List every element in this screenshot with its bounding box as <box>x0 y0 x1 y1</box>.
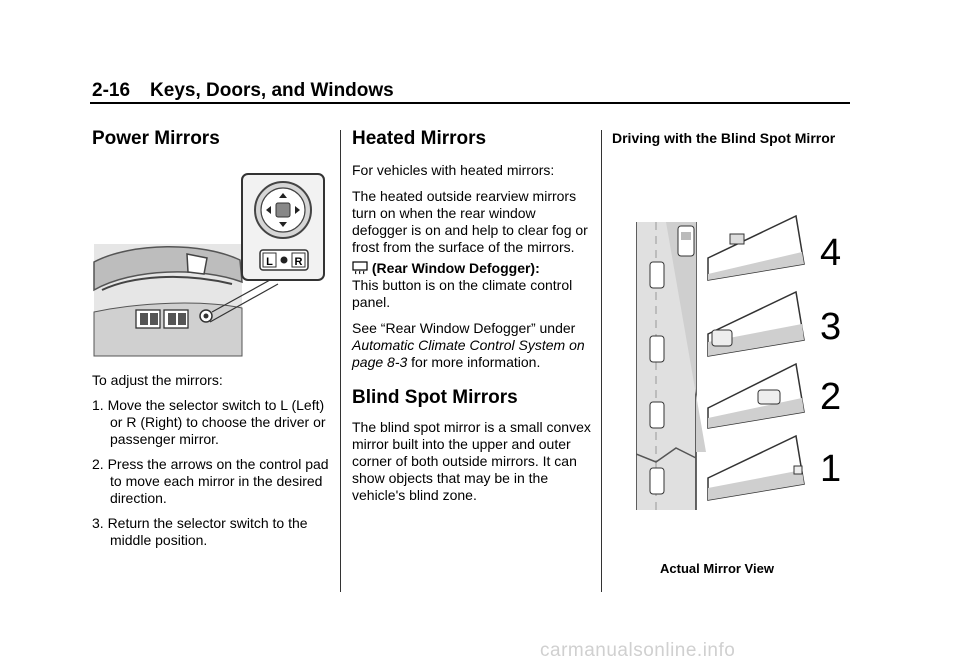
mirror-view-label: 1 <box>820 448 842 490</box>
power-mirrors-heading: Power Mirrors <box>92 128 220 149</box>
page-header: 2-16 Keys, Doors, and Windows <box>92 80 394 102</box>
power-mirror-switch-figure: L R <box>93 173 325 357</box>
defog-text: This button is on the climate control pa… <box>352 277 573 310</box>
defog-label: (Rear Window Defogger): <box>371 260 540 276</box>
see-prefix: See “Rear Window Defogger” under <box>352 320 576 336</box>
switch-left-label: L <box>266 256 273 268</box>
power-mirrors-body: To adjust the mirrors: 1. Move the selec… <box>92 372 332 557</box>
section-title: Keys, Doors, and Windows <box>150 80 394 101</box>
step-item: 1. Move the selector switch to L (Left) … <box>92 397 326 447</box>
switch-right-label: R <box>295 256 303 268</box>
page-number: 2-16 <box>92 80 131 101</box>
column-divider <box>340 130 341 592</box>
see-suffix: for more information. <box>407 354 541 370</box>
column-divider <box>601 130 602 592</box>
step-item: 3. Return the selector switch to the mid… <box>92 515 308 548</box>
steps-list: 1. Move the selector switch to L (Left) … <box>92 397 332 549</box>
blind-spot-heading: Blind Spot Mirrors <box>352 387 518 408</box>
watermark: carmanualsonline.info <box>540 640 736 661</box>
defog-label-line: (Rear Window Defogger): <box>352 260 592 277</box>
mirror-view-label: 3 <box>820 306 842 348</box>
mirror-view-label: 2 <box>820 376 842 418</box>
diagram-caption: Actual Mirror View <box>660 561 774 576</box>
heated-mirrors-heading: Heated Mirrors <box>352 128 487 149</box>
heated-description: The heated outside rearview mirrors turn… <box>352 188 588 255</box>
rear-defogger-icon <box>352 261 368 275</box>
mirror-view-label: 4 <box>820 232 842 274</box>
heated-intro: For vehicles with heated mirrors: <box>352 162 555 178</box>
heated-mirrors-section: Heated Mirrors For vehicles with heated … <box>352 128 592 504</box>
blind-spot-diagram <box>636 214 805 510</box>
blind-spot-description: The blind spot mirror is a small convex … <box>352 419 591 503</box>
intro-text: To adjust the mirrors: <box>92 372 223 388</box>
header-rule <box>90 102 850 104</box>
driving-blind-spot-heading: Driving with the Blind Spot Mirror <box>612 130 836 146</box>
step-item: 2. Press the arrows on the control pad t… <box>92 456 329 506</box>
see-reference: See “Rear Window Defogger” under Automat… <box>352 320 592 371</box>
cross-reference-link[interactable]: Automatic Climate Control System on page… <box>352 337 585 370</box>
